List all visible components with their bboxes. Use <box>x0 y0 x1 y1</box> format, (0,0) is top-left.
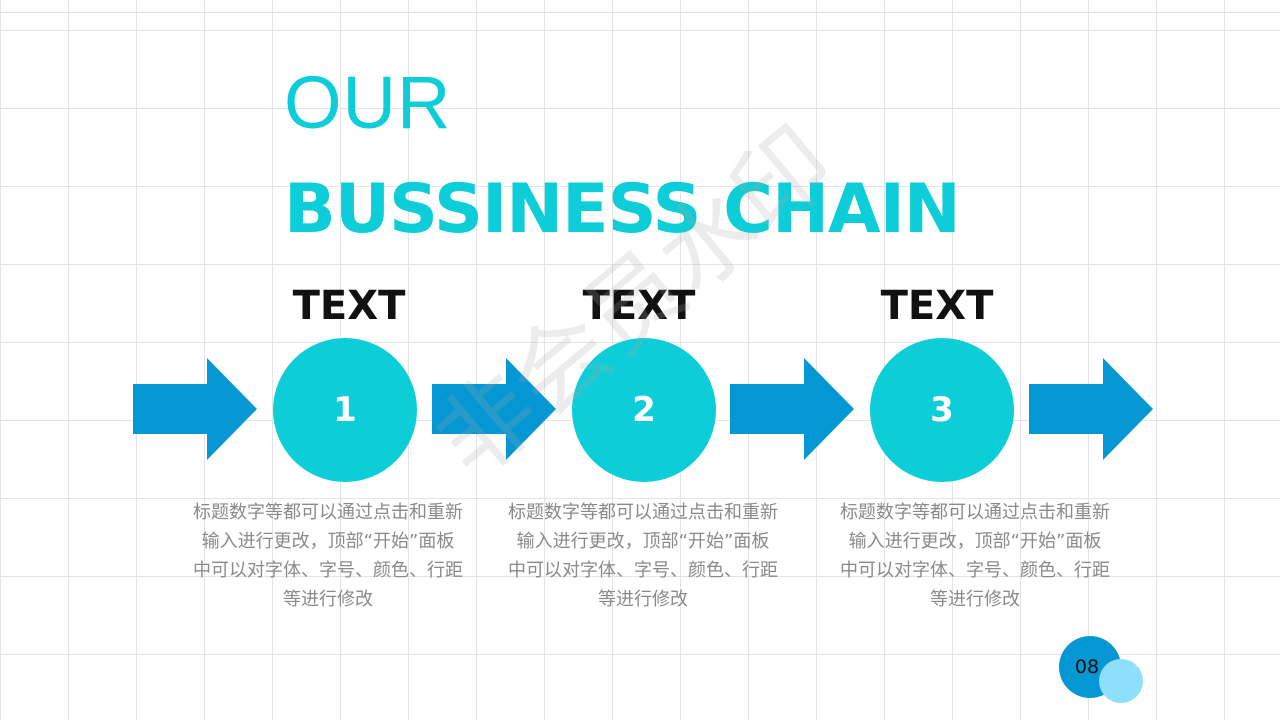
arrow-right-icon <box>730 358 854 460</box>
step-2-title: TEXT <box>582 283 696 329</box>
step-2-circle: 2 <box>572 338 716 482</box>
step-2-description: 标题数字等都可以通过点击和重新输入进行更改，顶部“开始”面板中可以对字体、字号、… <box>508 502 778 610</box>
step-1-number: 1 <box>333 390 357 430</box>
step-1-title: TEXT <box>292 283 406 329</box>
step-3-circle: 3 <box>870 338 1014 482</box>
arrow-right-icon <box>432 358 556 460</box>
title-line-business-chain: BUSSINESS CHAIN <box>284 170 961 249</box>
arrow-right-icon <box>1029 358 1153 460</box>
step-3-description: 标题数字等都可以通过点击和重新输入进行更改，顶部“开始”面板中可以对字体、字号、… <box>840 502 1110 610</box>
title-line-our: OUR <box>284 61 452 144</box>
step-3-title: TEXT <box>880 283 994 329</box>
arrow-right-icon <box>133 358 257 460</box>
step-1-description: 标题数字等都可以通过点击和重新输入进行更改，顶部“开始”面板中可以对字体、字号、… <box>193 502 463 610</box>
page-badge-accent-circle <box>1099 659 1143 703</box>
step-1-circle: 1 <box>273 338 417 482</box>
step-2-number: 2 <box>632 390 656 430</box>
step-3-number: 3 <box>930 390 954 430</box>
page-number: 08 <box>1074 656 1100 678</box>
